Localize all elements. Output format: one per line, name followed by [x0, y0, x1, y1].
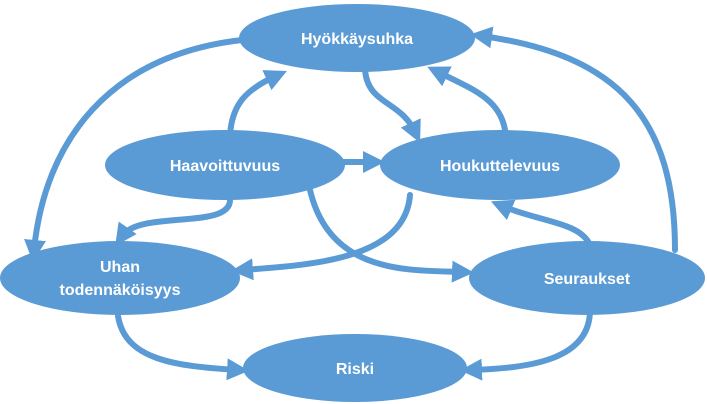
arrow-hyokkaysuhka-to-uhan — [24, 37, 245, 262]
node-riski: Riski — [243, 334, 467, 402]
node-hyokkaysuhka: Hyökkäysuhka — [239, 4, 475, 72]
node-label-line1: Uhan — [100, 259, 140, 276]
arrow-seuraukset-to-riski — [460, 307, 593, 381]
node-haavoittuvuus: Haavoittuvuus — [105, 130, 345, 200]
arrow-seuraukset-to-hyokkaysuhka — [470, 26, 678, 253]
arrow-haavoittuvuus-to-hyokkaysuhka — [227, 70, 287, 138]
node-label: Seuraukset — [544, 271, 631, 288]
node-label-line2: todennäköisyys — [60, 282, 181, 299]
arrow-houkuttelevuus-to-hyokkaysuhka — [427, 66, 508, 133]
arrow-houkuttelevuus-to-uhan — [231, 192, 413, 281]
arrow-haavoittuvuus-to-seuraukset — [307, 187, 474, 283]
node-label: Haavoittuvuus — [170, 158, 280, 175]
node-label: Houkuttelevuus — [440, 158, 560, 175]
node-label: Riski — [336, 361, 374, 378]
arrow-uhan-to-riski — [115, 313, 249, 381]
node-label: Hyökkäysuhka — [301, 31, 413, 48]
node-seuraukset: Seuraukset — [469, 241, 705, 315]
node-houkuttelevuus: Houkuttelevuus — [380, 130, 620, 200]
arrow-haavoittuvuus-to-uhan — [115, 197, 233, 246]
arrow-hyokkaysuhka-to-houkuttelevuus — [362, 67, 421, 143]
arrow-seuraukset-to-houkuttelevuus — [490, 199, 593, 248]
node-uhan-todennakoisyys: Uhan todennäköisyys — [0, 241, 240, 315]
